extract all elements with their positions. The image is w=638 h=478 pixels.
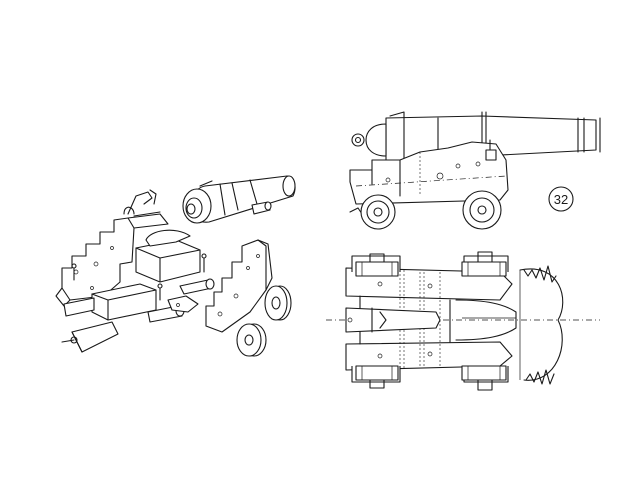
carriage-cheek-left: [55, 213, 169, 307]
quoin-wedge: [61, 321, 119, 353]
plate-number-badge: 32: [548, 186, 574, 212]
carriage-cheek-right: [205, 239, 273, 333]
exploded-assembly-view: [55, 175, 296, 357]
axletree-rear: [179, 278, 215, 295]
truck-wheel-1: [264, 285, 292, 321]
elevating-bracket: [123, 189, 161, 217]
barrel-isometric: [182, 175, 296, 224]
plan-view: [326, 251, 600, 391]
plan-wheel-tr: [461, 251, 507, 277]
bolts: [71, 253, 207, 301]
transom-block: [135, 229, 201, 283]
plan-wheel-tl: [355, 253, 399, 277]
truck-wheel-2: [236, 323, 267, 357]
side-wheel-rear: [462, 190, 502, 230]
side-elevation-view: [349, 111, 601, 230]
plan-wheel-br: [461, 365, 507, 391]
plate-number: 32: [554, 192, 568, 207]
cap-square: [167, 295, 199, 313]
plan-wheel-bl: [355, 365, 399, 389]
side-wheel-front: [360, 194, 396, 230]
